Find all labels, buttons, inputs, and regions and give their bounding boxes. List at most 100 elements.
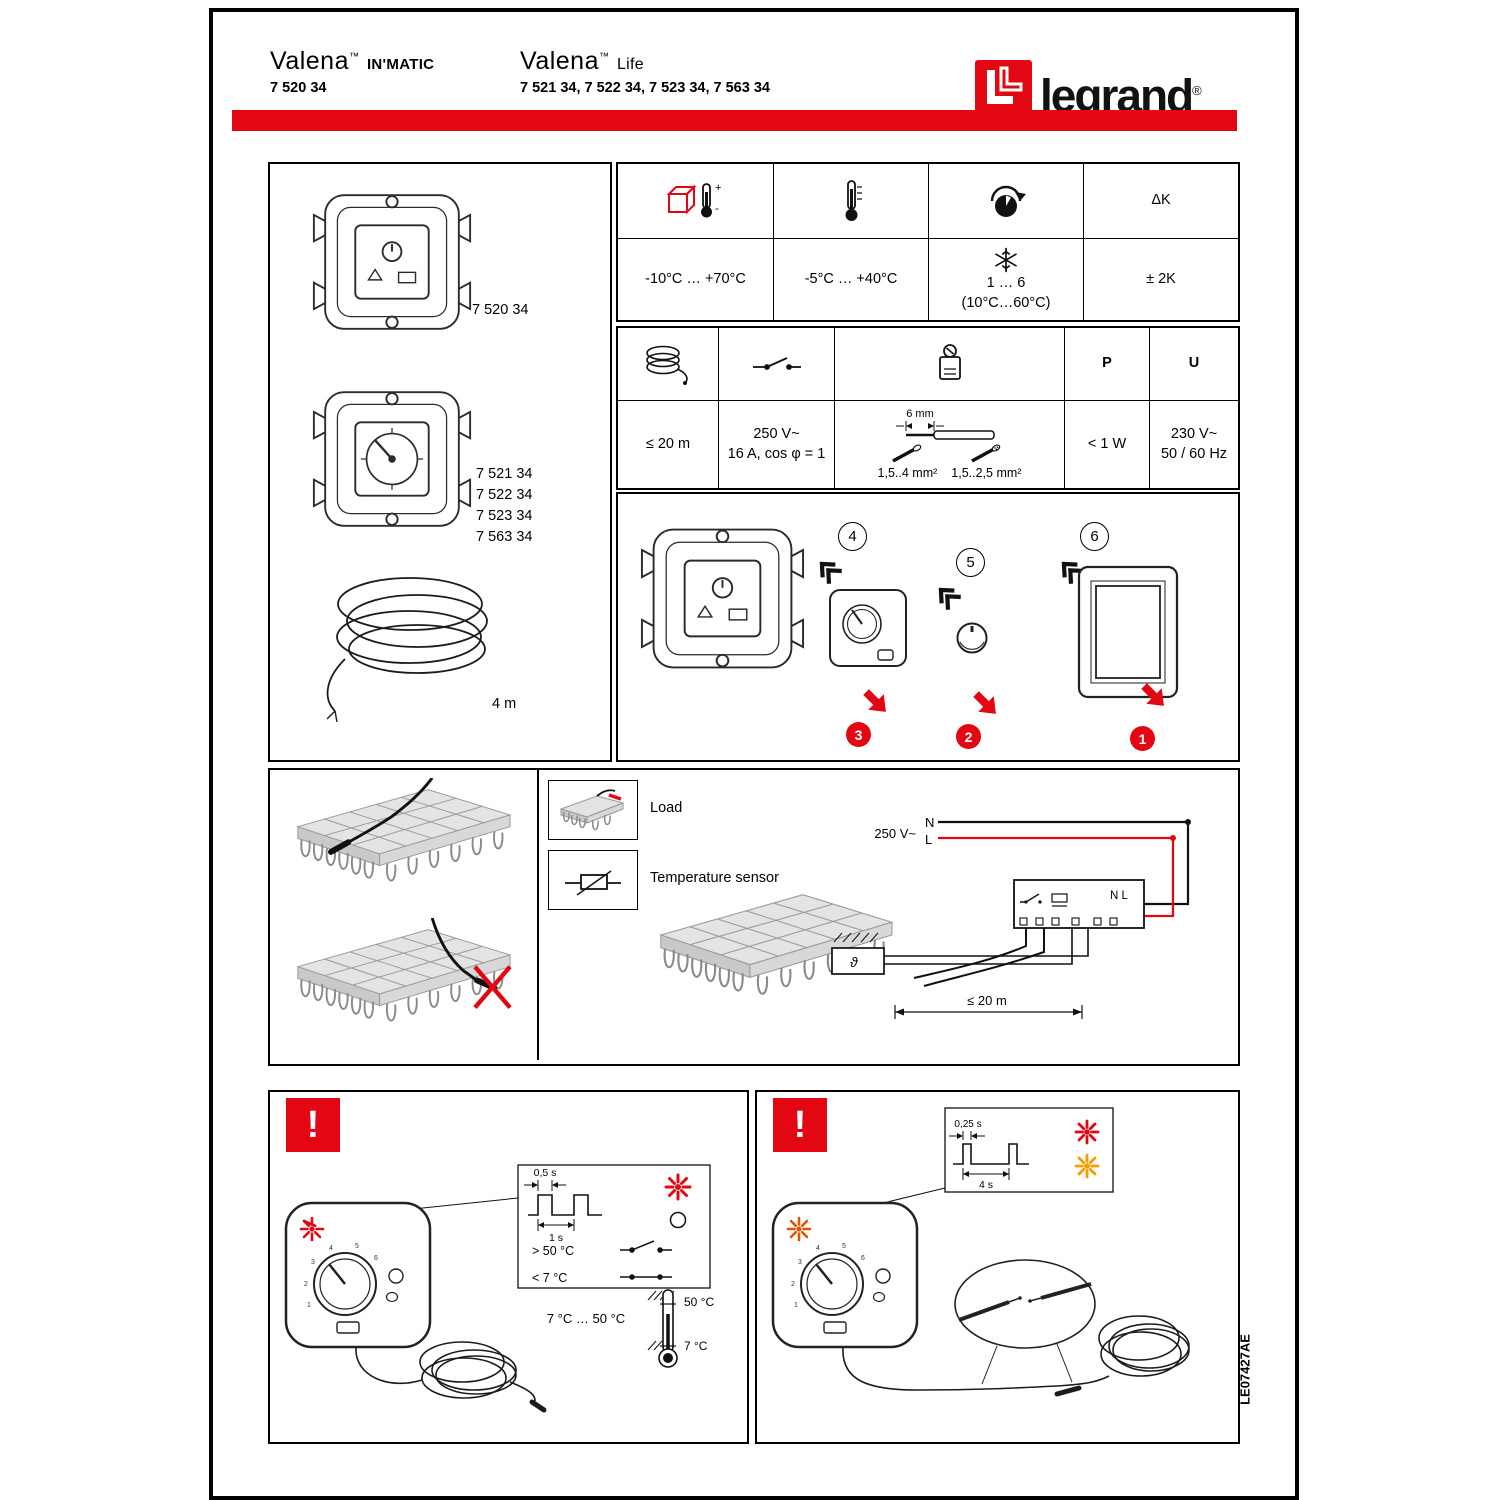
schematic-thermostat-box: N L [1013, 879, 1145, 929]
product1-title: Valena™ IN'MATIC [270, 47, 435, 76]
dial-number: 1 [307, 1302, 311, 1309]
warning-overheat-box: 1 2 3 4 5 6 [268, 1090, 749, 1444]
strip-length-label: 6 mm [906, 408, 934, 420]
snowflake-icon [995, 247, 1017, 273]
thermostat-mechanism-rotary-illustration [312, 391, 472, 527]
led-starburst-icon [299, 1216, 325, 1242]
closed-contact-icon [620, 1274, 672, 1280]
sensor-blink-timing-panel: 0,25 s 4 s [944, 1107, 1114, 1193]
line-label: L [925, 832, 932, 847]
remove-arrow-icon [973, 691, 996, 714]
product1-name: Valena [270, 47, 349, 75]
sensor-cable-coil-illustration [326, 577, 488, 723]
wire-size-row: 1,5..4 mm² 1,5..2,5 mm² [878, 443, 1021, 482]
open-contact-icon [620, 1240, 672, 1253]
schematic-sensor: ϑ [831, 932, 885, 975]
mount-arrow-icon [819, 561, 842, 584]
wire-rigid-item: 1,5..4 mm² [878, 443, 937, 482]
rotary-dial-icon [990, 185, 1026, 217]
led-starburst-icon [786, 1216, 812, 1242]
sensor-theta-symbol: ϑ [850, 954, 859, 970]
legend-load-icon [559, 789, 625, 831]
environment-spec-table: + - ΔK -10°C … +70°C -5°C … +40°C [616, 162, 1240, 322]
rating-voltage: 250 V~ [753, 425, 800, 442]
legend-load-box [548, 780, 638, 840]
ref-752134: 7 521 34 [476, 466, 533, 482]
thermostat-face-illustration: 1 2 3 4 5 6 [771, 1201, 919, 1349]
temp-high-label: 50 °C [684, 1295, 714, 1309]
assembly-mechanism-illustration [640, 528, 805, 669]
sensor-length-label: 4 m [492, 696, 517, 712]
product-illustrations-box: 7 520 34 7 521 34 7 522 34 7 523 34 7 56… [268, 162, 612, 762]
assembly-step-5: 5 [956, 548, 985, 577]
package-thermometer-icon: + - [666, 182, 721, 218]
dial-number: 3 [798, 1259, 802, 1266]
cell-storage-range: -10°C … +70°C [618, 238, 773, 320]
temp-low-label: 7 °C [684, 1339, 708, 1353]
dial-number: 3 [311, 1259, 315, 1266]
legrand-logo-mark [975, 60, 1032, 120]
installation-divider [537, 770, 539, 1060]
dial-number: 5 [355, 1243, 359, 1250]
rating-current: 16 A, cos φ = 1 [727, 445, 826, 462]
electrical-spec-table: P U ≤ 20 m 250 V~ 16 A, cos φ = 1 6 mm [616, 326, 1240, 490]
dial-number: 6 [374, 1255, 378, 1262]
cell-setting-range: 1 … 6 (10°C…60°C) [928, 238, 1083, 320]
remove-arrow-icon [1141, 683, 1164, 706]
wire-flexible-item: 1,5..2,5 mm² [951, 443, 1021, 482]
cell-wire-specs: 6 mm 1,5..4 mm² [834, 400, 1064, 488]
schematic-supply: 250 V~ N L [874, 815, 1191, 918]
led-red-starburst-icon [1074, 1119, 1100, 1145]
terminals-nl-label: N L [1110, 890, 1129, 902]
cell-p-header: P [1064, 328, 1149, 400]
dial-number: 2 [791, 1281, 795, 1288]
plus-glyph: + [715, 182, 721, 194]
operating-range-label: 7 °C … 50 °C [547, 1311, 625, 1326]
product2-refs: 7 521 34, 7 522 34, 7 523 34, 7 563 34 [520, 79, 770, 96]
cell-u-header: U [1149, 328, 1238, 400]
ref-752334: 7 523 34 [476, 508, 533, 524]
product2-variant: Life [616, 56, 644, 73]
thermostat-face-illustration: 1 2 3 4 5 6 [284, 1201, 432, 1349]
schematic-wires [884, 928, 1089, 987]
product1-ref: 7 520 34 [270, 79, 327, 96]
cell-operating-range: -5°C … +40°C [773, 238, 928, 320]
warning-sensor-box: 1 2 3 4 5 6 [755, 1090, 1240, 1444]
sensor-coil-art [355, 1341, 547, 1413]
schematic-floor-mat [659, 894, 894, 995]
warning-alert-mark: ! [773, 1098, 827, 1152]
setting-range-text: 1 … 6 [986, 274, 1026, 291]
ref-label-752034: 7 520 34 [472, 302, 529, 318]
removal-step-3: 3 [846, 722, 871, 747]
remove-arrow-icon [863, 689, 886, 712]
wrong-placement-x-icon [473, 965, 512, 1009]
assembly-step-6: 6 [1080, 522, 1109, 551]
dial-number: 5 [842, 1243, 846, 1250]
cell-deltak: ΔK [1083, 164, 1238, 238]
wiring-schematic: 250 V~ N L N L [659, 815, 1191, 1019]
document-reference: LE07427AE [1237, 1334, 1253, 1405]
above-limit-label: > 50 °C [532, 1244, 574, 1258]
blink-timing-panel: 0,5 s 1 s > 50 °C [517, 1164, 711, 1289]
dial-number: 6 [861, 1255, 865, 1262]
product1-variant: IN'MATIC [366, 56, 435, 73]
supply-frequency: 50 / 60 Hz [1160, 445, 1228, 462]
cell-consumption: < 1 W [1064, 400, 1149, 488]
period-label: 1 s [549, 1232, 563, 1244]
product1-tm: ™ [349, 51, 360, 63]
cell-sensor-length: ≤ 20 m [618, 400, 718, 488]
legend-sensor-box [548, 850, 638, 910]
dial-number: 1 [794, 1302, 798, 1309]
legrand-logo-icon [975, 60, 1032, 120]
dial-number: 2 [304, 1281, 308, 1288]
product2-name: Valena [520, 47, 599, 75]
knob-illustration [956, 622, 988, 654]
minus-glyph: - [715, 203, 719, 215]
pulse-on-label: 0,25 s [954, 1119, 981, 1130]
setting-range-temp-text: (10°C…60°C) [961, 294, 1051, 311]
cell-dial-icon [928, 164, 1083, 238]
thermostat-mechanism-752034-illustration [312, 194, 472, 330]
cell-supply: 230 V~ 50 / 60 Hz [1149, 400, 1238, 488]
neutral-label: N [925, 815, 934, 830]
product-family-inmatic: Valena™ IN'MATIC 7 520 34 [270, 47, 435, 96]
